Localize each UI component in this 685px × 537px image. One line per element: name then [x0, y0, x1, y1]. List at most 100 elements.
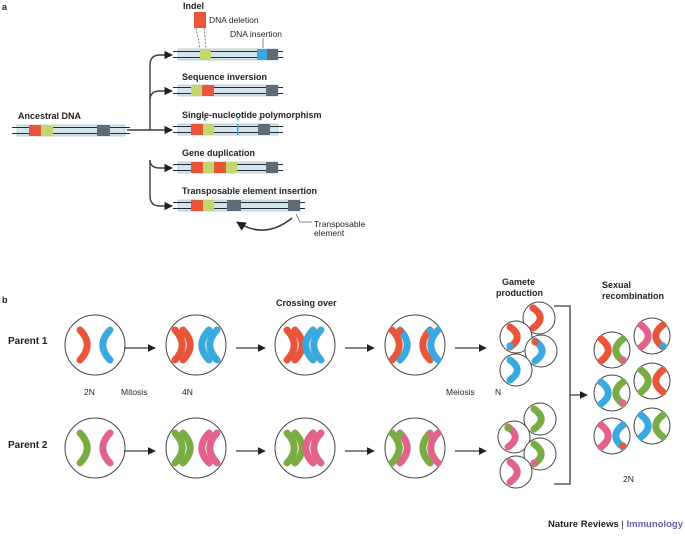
sexual-recombination-label-1: Sexual — [602, 280, 631, 290]
credit-line: Nature Reviews | Immunology — [548, 519, 683, 530]
duplication-dna — [173, 161, 283, 174]
gamete-p2-3-chromosome-tip — [530, 459, 538, 467]
p2-rec-green — [388, 429, 403, 467]
parent1-blue-chromosome — [99, 326, 114, 364]
indel-dna-segment-3 — [267, 49, 278, 60]
duplication-dna-segment-3 — [214, 162, 226, 173]
duplication-dna-segment-4 — [226, 162, 237, 173]
ancestral-dna-strand — [16, 124, 126, 137]
offspring-3 — [593, 374, 631, 412]
p1-4n-red-a — [171, 326, 186, 364]
offspring-1-chromosome-b-tip — [619, 356, 627, 364]
gamete-p1-4-chromosome — [506, 356, 521, 384]
offspring-5 — [593, 417, 631, 455]
ploidy-n-label: N — [495, 387, 501, 397]
inversion-dna-segment-2 — [202, 85, 214, 96]
ploidy-2n-label: 2N — [84, 387, 95, 397]
transposable-dna-segment-1 — [191, 200, 203, 211]
p1-4n-blue-b — [206, 326, 221, 364]
offspring-3-chromosome-a — [597, 378, 612, 408]
gamete-p2-4 — [499, 455, 533, 489]
gamete-p1-3 — [524, 334, 558, 368]
gamete-p1-4 — [499, 353, 533, 387]
transposable-dna-segment-2 — [203, 200, 214, 211]
transposable-dna — [173, 199, 305, 212]
indel-dna — [173, 48, 283, 61]
snp-marker-3: * — [258, 116, 262, 126]
indel-dna-segment-1 — [200, 49, 211, 60]
ancestral-dna — [12, 124, 130, 137]
offspring-5-chromosome-a — [597, 421, 612, 451]
sexual-recombination-label-2: recombination — [602, 291, 664, 301]
gamete-p2-2-chromosome-tip — [504, 424, 512, 432]
branch-arrows — [127, 50, 173, 211]
offspring-1 — [593, 331, 631, 369]
duplication-dna-segment-1 — [191, 162, 203, 173]
parent1-red-chromosome — [76, 326, 91, 364]
gamete-p1-1-chromosome — [529, 304, 544, 332]
p1-rec-mix-tip — [396, 327, 404, 335]
gamete-p2-2 — [497, 420, 531, 454]
p2-rec-pink — [427, 429, 442, 467]
parent2-cell-4n — [165, 417, 227, 479]
snp-dna-strand — [177, 123, 279, 136]
transposable-dna-segment-3 — [227, 200, 241, 211]
snp-dna-segment-2 — [203, 124, 214, 135]
parent2-recombined-cell — [384, 417, 446, 479]
inversion-dna — [173, 84, 283, 97]
ancestral-dna-label: Ancestral DNA — [18, 111, 82, 121]
offspring-4-chromosome-b — [652, 366, 667, 396]
snp-dna — [173, 123, 283, 136]
parent1-crossing-cell — [274, 314, 336, 376]
p2-cross-pink — [302, 429, 317, 467]
transposable-insertion-label: Transposable element insertion — [182, 186, 317, 196]
inversion-dna-segment-1 — [191, 85, 202, 96]
duplication-dna-segment-5 — [266, 162, 278, 173]
gamete-p1-2 — [499, 320, 533, 354]
parent2-cell-2n-membrane — [64, 417, 126, 479]
transposable-element-label-1: Transposable — [314, 219, 365, 229]
offspring-2-chromosome-b-tip — [659, 342, 667, 350]
parent2-green-chromosome — [76, 429, 91, 467]
offspring-2 — [633, 317, 671, 355]
snp-marker-2: * — [236, 116, 240, 126]
indel-dna-segment-2 — [257, 49, 267, 60]
panel-a-label: a — [2, 2, 8, 12]
p1-cross-blue-b — [310, 326, 325, 364]
gamete-p1-3-chromosome-tip — [531, 338, 539, 346]
duplication-dna-segment-2 — [203, 162, 214, 173]
offspring-5-chromosome-b-tip — [619, 442, 627, 450]
snp-marker-1: * — [203, 116, 207, 126]
ploidy-2n-final-label: 2N — [623, 474, 634, 484]
journal-name: Nature Reviews — [548, 519, 619, 530]
p2-4n-pink-b — [206, 429, 221, 467]
mitosis-label: Mitosis — [121, 387, 147, 397]
parent2-cell-4n-membrane — [165, 417, 227, 479]
meiosis-label: Meiosis — [446, 387, 475, 397]
p2-4n-pink-a — [198, 429, 213, 467]
gamete-production-label-2: production — [496, 288, 543, 298]
gamete-production-label-1: Gamete — [502, 277, 535, 287]
offspring-4-chromosome-a — [637, 366, 652, 396]
p2-4n-green-a — [171, 429, 186, 467]
offspring-2-chromosome-a — [637, 321, 652, 351]
dna-insertion-label: DNA insertion — [230, 29, 282, 39]
gamete-p2-3 — [523, 437, 557, 471]
parent-2-label: Parent 2 — [8, 440, 48, 451]
gamete-p1-1 — [522, 301, 556, 335]
p2-cross-green — [283, 429, 298, 467]
p1-cross-red — [283, 326, 298, 364]
journal-topic: Immunology — [626, 519, 683, 530]
credit-separator: | — [618, 519, 627, 530]
panel-b-label: b — [2, 295, 8, 305]
snp-label: Single-nucleotide polymorphism — [182, 110, 322, 120]
parent1-recombined-cell-membrane — [384, 314, 446, 376]
snp-dna-segment-1 — [191, 124, 203, 135]
inversion-dna-segment-3 — [266, 85, 278, 96]
deletion-key-box — [194, 12, 206, 28]
gene-duplication-label: Gene duplication — [182, 148, 255, 158]
p2-rec-mix-tip — [396, 430, 404, 438]
parent2-cell-2n — [64, 417, 126, 479]
sequence-inversion-label: Sequence inversion — [182, 72, 267, 82]
